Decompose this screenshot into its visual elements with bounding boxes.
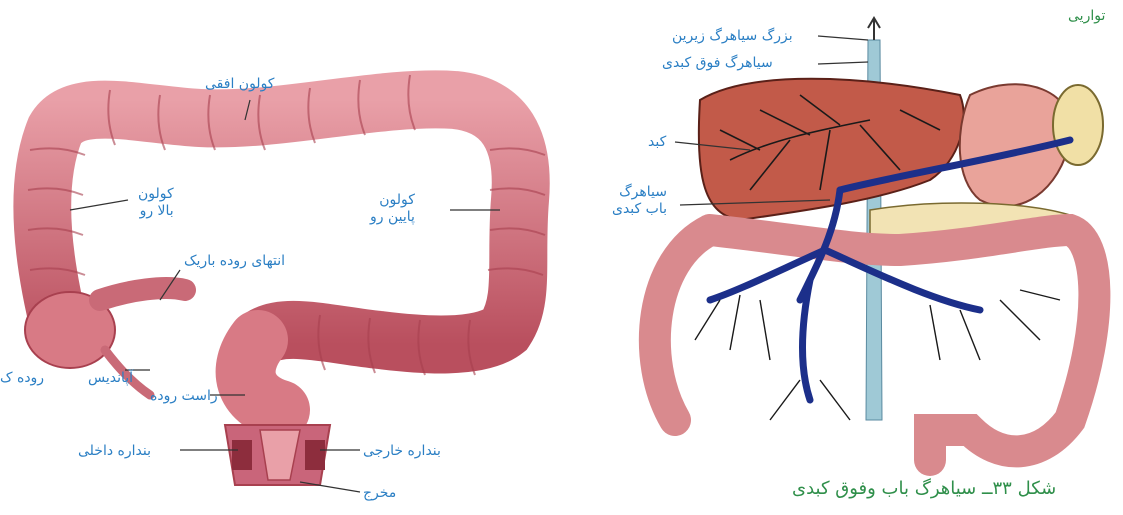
label-appendix: آپاندیس: [88, 370, 133, 387]
spleen: [1053, 85, 1103, 165]
label-portal-vein-line1: سیاهرگ: [612, 184, 667, 201]
label-internal-sphincter: بنداره داخلی: [78, 443, 151, 460]
label-ascending-colon-line2: بالا رو: [138, 203, 174, 220]
label-ascending-colon-line1: کولون: [138, 186, 174, 203]
label-external-sphincter: بنداره خارجی: [363, 443, 441, 460]
label-descending-colon-line1: کولون: [370, 192, 415, 209]
colon-illustration: [0, 0, 580, 515]
label-transverse-colon: کولون افقی: [205, 76, 274, 93]
label-small-intestine-end: انتهای روده باریک: [184, 253, 285, 270]
colon-tube: [42, 99, 520, 344]
label-top-cut: تواريی: [1068, 8, 1105, 25]
label-hepatic-vein: سیاهرگ فوق کبدی: [662, 55, 773, 72]
label-portal-vein-line2: باب کبدی: [612, 201, 667, 218]
rectum: [246, 340, 280, 410]
label-small-intestine-cut: روده ک: [0, 370, 44, 387]
colon-diagram: کولون افقی کولون بالا رو کولون پایین رو …: [0, 0, 580, 515]
label-descending-colon-line2: پایین رو: [370, 209, 415, 226]
label-liver: کبد: [648, 134, 666, 151]
portal-illustration: [600, 0, 1123, 515]
internal-sphincter-mark: [232, 440, 252, 470]
figure-caption: شکل ۳۳ــ سیاهرگ باب وفوق کبدی: [792, 478, 1056, 499]
label-inferior-vena-cava: بزرگ سیاهرگ زیرین: [672, 28, 793, 45]
label-rectum-line1: راست روده: [150, 388, 218, 405]
external-sphincter-mark: [305, 440, 325, 470]
flow-arrow: [868, 18, 880, 40]
label-descending-colon: کولون پایین رو: [370, 192, 415, 226]
portal-vein-diagram: تواريی بزرگ سیاهرگ زیرین سیاهرگ فوق کبدی…: [600, 0, 1123, 515]
label-ascending-colon: کولون بالا رو: [138, 186, 174, 220]
label-portal-vein: سیاهرگ باب کبدی: [612, 184, 667, 218]
small-intestine-end: [100, 288, 185, 300]
label-rectum: راست روده: [150, 388, 218, 405]
label-anus: مخرج: [363, 485, 396, 502]
